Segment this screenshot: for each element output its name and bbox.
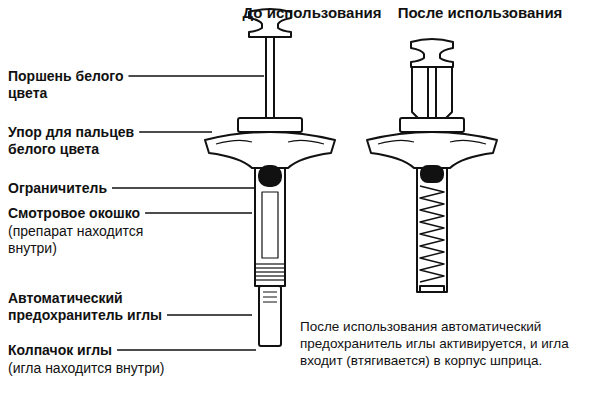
plunger-head	[411, 39, 453, 67]
needle-guard	[255, 264, 285, 280]
finger-grip	[205, 132, 335, 168]
part-note: (препарат находится внутри)	[8, 223, 158, 257]
heading: До использования	[232, 4, 392, 21]
leader-line	[139, 131, 212, 132]
stopper	[259, 166, 281, 186]
part-label: Упор для пальцев белого цвета	[8, 124, 143, 158]
part-label: Колпачок иглы	[8, 342, 168, 359]
part-label: Ограничитель	[8, 180, 168, 197]
caption-note: После использования автоматический предо…	[300, 318, 592, 369]
collar	[238, 118, 302, 132]
needle-cap	[259, 286, 281, 346]
barrel-end	[420, 286, 444, 292]
grip-detail	[216, 140, 324, 144]
finger-grip	[367, 132, 497, 168]
part-label: Поршень белого цвета	[8, 68, 133, 102]
leader-line	[167, 314, 252, 315]
viewing-window	[262, 192, 278, 258]
part-label: Автоматический предохранитель иглы	[8, 290, 183, 324]
leader-line	[117, 349, 256, 350]
leader-line	[145, 212, 252, 213]
cap-ridges	[263, 292, 277, 302]
barrel	[417, 150, 447, 292]
part-note: (игла находится внутри)	[8, 360, 208, 377]
heading: После использования	[390, 4, 570, 21]
leader-line	[112, 187, 256, 188]
spring	[420, 186, 444, 282]
collar	[400, 118, 464, 132]
stopper	[421, 166, 443, 182]
part-label: Смотровое окошко	[8, 205, 208, 222]
grip-detail	[378, 140, 486, 144]
leader-line	[128, 75, 264, 76]
barrel	[255, 150, 285, 286]
